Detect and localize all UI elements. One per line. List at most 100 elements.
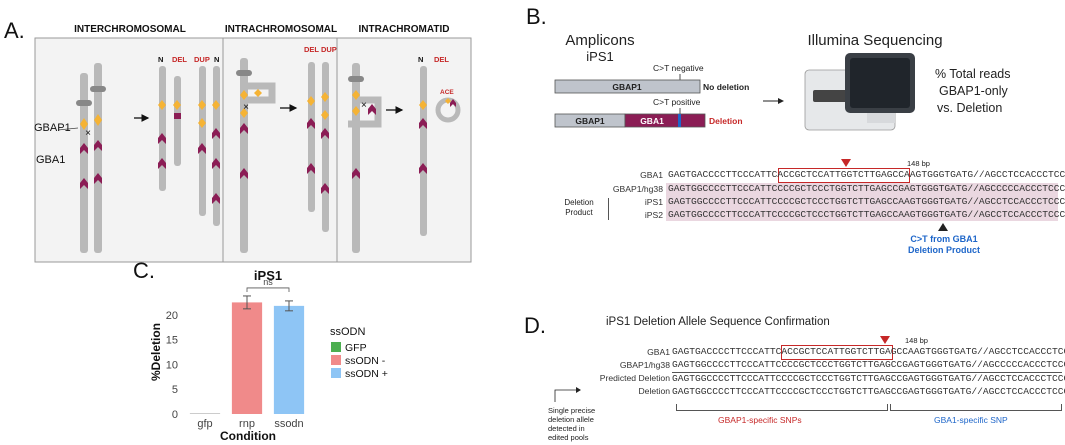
- panel-d-letter: D.: [524, 313, 546, 338]
- bar-gbap1-bottom: GBAP1: [575, 116, 605, 126]
- d-seq-deletion: GAGTGGCCCCTTCCCATTCCCCGCTCCCTGGTCTTGAGCC…: [672, 386, 1065, 397]
- tag-dup-1: DUP: [194, 55, 210, 64]
- intrachromatid-model: ×: [348, 63, 461, 253]
- panel-a-letter: A.: [4, 18, 25, 43]
- ytick-20: 20: [166, 310, 178, 322]
- b-seq-gbap1: GAGTGGCCCCTTCCCATTCCCCGCTCCCTGGTCTTGAGCC…: [668, 183, 1065, 194]
- gene-label-gbap1: GBAP1: [34, 122, 71, 134]
- bar-gfp: [189, 413, 221, 414]
- b-cut-marker: [841, 159, 851, 167]
- panel-c-chart: iPS1 gfp rnp ssodn 0 5 10 15 20 ns %Deletion Con…: [149, 268, 388, 443]
- b-ct-marker: [938, 223, 948, 231]
- b-row-label-gba1: GBA1: [640, 170, 663, 180]
- sequencer-illustration: [804, 53, 915, 131]
- reads-line-1: % Total reads: [935, 67, 1011, 81]
- b-ct-note: C>T from GBA1 Deletion Product: [907, 234, 980, 255]
- b-row-label-ips2: iPS2: [644, 210, 663, 220]
- interchromosomal-pair: ×: [57, 63, 106, 253]
- bar-rnp: [231, 302, 263, 414]
- deletion-label: Deletion: [709, 116, 743, 126]
- xtick-rnp: rnp: [239, 418, 255, 430]
- d-title: iPS1 Deletion Allele Sequence Confirmati…: [606, 316, 830, 328]
- d-bracket-gbap1: [676, 404, 888, 411]
- svg-text:×: ×: [361, 100, 367, 111]
- d-seq-gba1: GAGTGACCCCTTCCCATTCACCGCTCCATTGGTCTTGAGC…: [672, 346, 1065, 357]
- ytick-10: 10: [166, 359, 178, 371]
- d-row-label-deletion: Deletion: [638, 386, 670, 396]
- panel-c-letter: C.: [133, 258, 155, 283]
- bar-gba1-bottom: GBA1: [640, 116, 664, 126]
- svg-text:×: ×: [85, 128, 91, 139]
- legend-label-2: ssODN +: [345, 368, 388, 380]
- tag-ace: ACE: [440, 89, 454, 96]
- bar-ssodn: [273, 305, 305, 414]
- ytick-0: 0: [172, 409, 178, 421]
- ct-positive-label: C>T positive: [653, 97, 701, 107]
- illumina-title: Illumina Sequencing: [807, 32, 942, 49]
- amplicon-cell-line: iPS1: [586, 49, 613, 64]
- interchromosomal-results: [158, 66, 220, 226]
- d-gba1-snp-label: GBA1-specific SNP: [934, 415, 1008, 425]
- tag-n-1: N: [158, 55, 163, 64]
- chart-xlabel: Condition: [220, 429, 276, 443]
- b-bp-label: 148 bp: [907, 159, 930, 168]
- amplicons-title: Amplicons: [565, 32, 634, 49]
- b-deletion-product-label: Deletion Product: [564, 198, 594, 217]
- b-highlight-rows: [666, 183, 1058, 221]
- bar-gbap1-top: GBAP1: [612, 82, 642, 92]
- d-row-label-gba1: GBA1: [647, 347, 670, 357]
- panel-b-amplicons: Amplicons iPS1 C>T negative GBAP1 No del…: [554, 32, 1011, 131]
- panel-d-alignment: iPS1 Deletion Allele Sequence Confirmati…: [548, 316, 1065, 444]
- legend-label-1: ssODN -: [345, 355, 386, 367]
- no-deletion-label: No deletion: [703, 82, 749, 92]
- b-seq-ips1: GAGTGGCCCCTTCCCATTCCCCGCTCCCTGGTCTTGAGCC…: [668, 196, 1065, 207]
- d-seq-predicted: GAGTGGCCCCTTCCCATTCCCCGCTCCCTGGTCTTGAGCC…: [672, 373, 1065, 384]
- d-arrow: [554, 387, 581, 402]
- tag-n-2: N: [214, 55, 219, 64]
- tag-del-1: DEL: [172, 55, 187, 64]
- d-bracket-gba1: [890, 404, 1062, 411]
- header-intrachromatid: INTRACHROMATID: [359, 24, 450, 35]
- d-row-label-gbap1: GBAP1/hg38: [619, 360, 670, 370]
- d-note: Single precise deletion allele detected …: [548, 406, 596, 442]
- d-bp-label: 148 bp: [905, 336, 928, 345]
- legend-swatch-0: [331, 342, 341, 352]
- header-intrachromosomal: INTRACHROMOSOMAL: [225, 24, 337, 35]
- reads-line-2: GBAP1-only: [939, 84, 1009, 98]
- b-highlight-gba1: [778, 168, 910, 183]
- d-seq-gbap1: GAGTGGCCCCTTCCCATTCCCCGCTCCCTGGTCTTGAGCC…: [672, 359, 1065, 370]
- b-row-label-gbap1: GBAP1/hg38: [612, 184, 663, 194]
- d-row-label-predicted: Predicted Deletion: [599, 373, 670, 383]
- reads-line-3: vs. Deletion: [937, 101, 1002, 115]
- header-interchromosomal: INTERCHROMOSOMAL: [74, 24, 186, 35]
- ytick-15: 15: [166, 335, 178, 347]
- ytick-5: 5: [172, 384, 178, 396]
- tag-del-3: DEL: [434, 55, 449, 64]
- chart-title: iPS1: [254, 268, 282, 283]
- d-row-divider: [672, 372, 1062, 373]
- xtick-gfp: gfp: [197, 418, 212, 430]
- b-seq-gba1: GAGTGACCCCTTCCCATTCACCGCTCCATTGGTCTTGAGC…: [668, 169, 1065, 180]
- legend-title: ssODN: [330, 326, 366, 338]
- ct-negative-label: C>T negative: [653, 63, 704, 73]
- xtick-ssodn: ssodn: [274, 418, 303, 430]
- panel-b-alignment: 148 bp GBA1 GBAP1/hg38 iPS1 iPS2 Deletio…: [554, 156, 1065, 268]
- b-bracket: [608, 198, 609, 220]
- panel-a-figure: INTERCHROMOSOMAL INTRACHROMOSOMAL INTRAC…: [34, 24, 472, 263]
- significance-label: ns: [263, 277, 273, 287]
- b-seq-ips2: GAGTGGCCCCTTCCCATTCCCCGCTCCCTGGTCTTGAGCC…: [668, 209, 1065, 220]
- b-row-label-ips1: iPS1: [644, 197, 663, 207]
- legend-swatch-1: [331, 355, 341, 365]
- legend-label-0: GFP: [345, 342, 367, 354]
- gene-label-gba1: GBA1: [36, 154, 65, 166]
- tag-del-dup: DEL DUP: [304, 45, 337, 54]
- intrachromosomal-model: ×: [236, 58, 329, 253]
- significance-bracket: [246, 287, 290, 292]
- d-cut-marker: [880, 336, 890, 344]
- d-gbap1-snps-label: GBAP1-specific SNPs: [718, 415, 802, 425]
- tag-n-3: N: [418, 55, 423, 64]
- chart-ylabel: %Deletion: [149, 323, 163, 381]
- legend-swatch-2: [331, 368, 341, 378]
- d-highlight-gba1: [781, 345, 893, 360]
- panel-b-letter: B.: [526, 4, 547, 29]
